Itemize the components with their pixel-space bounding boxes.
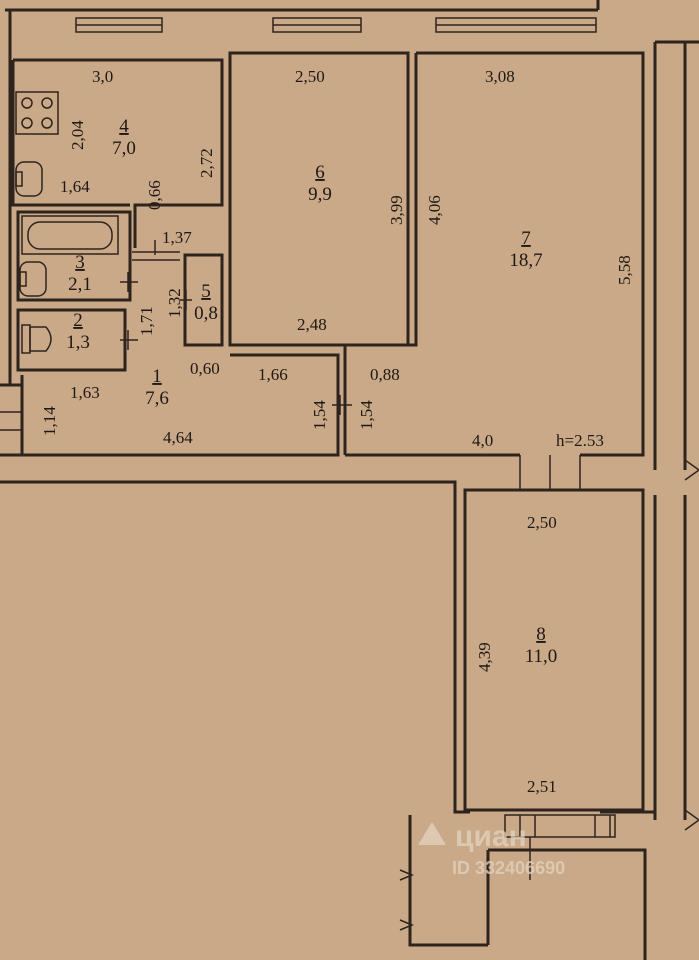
dim-kitchen-width: 3,0: [92, 67, 113, 86]
room-5-number: 5: [201, 281, 211, 302]
room-3-area: 2,1: [68, 274, 92, 295]
room-2-number: 2: [73, 310, 83, 331]
dim-room6-top: 2,50: [295, 67, 325, 86]
dim-closet-gap: 0,60: [190, 359, 220, 378]
dim-corridor-left: 1,54: [310, 400, 329, 430]
dim-corridor-right: 1,54: [357, 400, 376, 430]
room-3-number: 3: [75, 252, 85, 273]
dim-room7-right: 5,58: [615, 255, 634, 285]
dim-room8-left: 4,39: [475, 642, 494, 672]
room-walls: [0, 51, 699, 931]
dim-room6-right: 3,99: [387, 195, 406, 225]
room-2-area: 1,3: [66, 332, 90, 353]
stove-icon: [15, 91, 59, 135]
ceiling-height: h=2.53: [556, 431, 604, 450]
dim-room7-left: 4,06: [425, 195, 444, 225]
room-4-number: 4: [119, 116, 129, 137]
room-labels: 17,6 21,3 32,1 47,0 50,8 69,9 718,7 811,0: [66, 116, 557, 667]
room-5-area: 0,8: [194, 303, 218, 324]
dim-kitchen-depth: 2,72: [197, 148, 216, 178]
dim-room8-top: 2,50: [527, 513, 557, 532]
dim-closet-height: 1,32: [165, 288, 184, 318]
room-6-area: 9,9: [308, 184, 332, 205]
top-windows: [75, 17, 597, 33]
dim-hall-mid: 1,66: [258, 365, 288, 384]
room-4-area: 7,0: [112, 138, 136, 159]
dim-bath-height: 1,71: [137, 306, 156, 336]
dim-kitchen-bottom: 1,64: [60, 177, 90, 196]
watermark-id: ID 332406690: [452, 858, 565, 878]
room-7-number: 7: [521, 228, 531, 249]
dim-kitchen-side: 2,04: [68, 120, 87, 150]
dim-room7-bottom: 4,0: [472, 431, 493, 450]
dim-room6-bottom: 2,48: [297, 315, 327, 334]
toilet-icon: [21, 324, 52, 354]
dim-hall-top: 1,63: [70, 383, 100, 402]
dim-hall-length: 4,64: [163, 428, 193, 447]
bath-sink-icon: [19, 261, 47, 297]
bathtub-icon: [21, 215, 119, 255]
dim-bath-width: 1,37: [162, 228, 192, 247]
dim-room8-bottom: 2,51: [527, 777, 557, 796]
room-6-number: 6: [315, 162, 325, 183]
cian-logo-icon: [418, 822, 446, 845]
watermark-brand: циан: [455, 820, 527, 853]
room-1-area: 7,6: [145, 388, 169, 409]
room-8-area: 11,0: [525, 646, 558, 667]
room-7-area: 18,7: [509, 250, 542, 271]
dim-corridor-width: 0,88: [370, 365, 400, 384]
watermark: циан ID 332406690: [418, 820, 565, 878]
room-8-number: 8: [536, 624, 546, 645]
dim-kitchen-door: 0,66: [145, 180, 164, 210]
dim-hall-width: 1,14: [40, 406, 59, 436]
dimension-labels: 3,0 2,04 2,72 1,64 0,66 1,37 1,71 1,32 0…: [40, 67, 634, 796]
fixtures: [15, 91, 119, 354]
dim-room7-top: 3,08: [485, 67, 515, 86]
kitchen-sink-icon: [15, 161, 43, 197]
room-1-number: 1: [152, 366, 162, 387]
